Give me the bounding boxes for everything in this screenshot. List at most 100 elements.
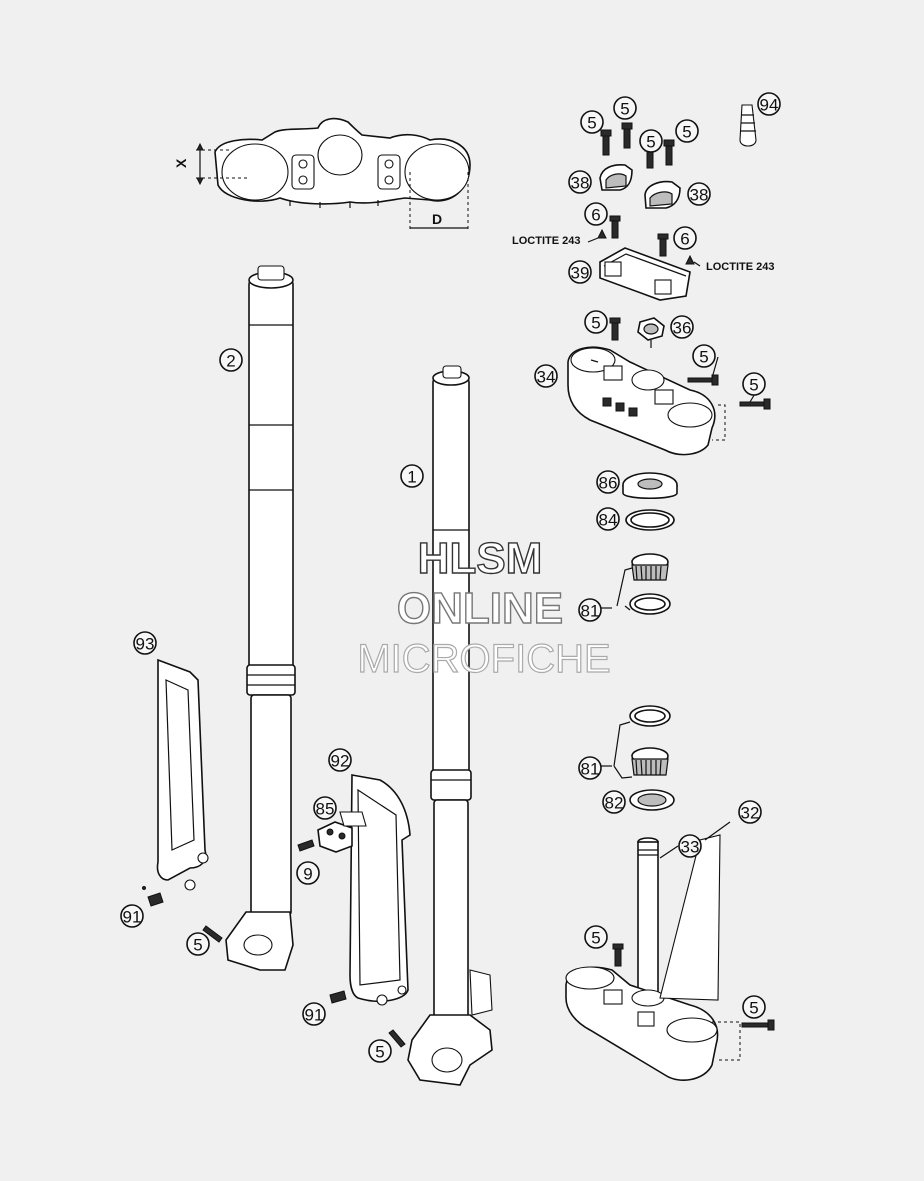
bolts-top-right: [600, 122, 675, 169]
clamps-38: [599, 164, 681, 209]
callout-84: 84: [596, 507, 620, 531]
callout-9: 9: [296, 861, 320, 885]
bolt-5-lower-vertical: [614, 947, 622, 967]
callout-81a: 81: [578, 598, 602, 622]
callout-93: 93: [133, 631, 157, 655]
callout-81b: 81: [578, 756, 602, 780]
callout-label: 5: [682, 123, 691, 142]
callout-5k: 5: [368, 1039, 392, 1063]
callout-5i: 5: [742, 995, 766, 1019]
callout-label: 32: [741, 804, 760, 823]
callout-circle: [578, 756, 602, 780]
callout-label: 5: [375, 1043, 384, 1062]
callout-92: 92: [328, 748, 352, 772]
callout-5c: 5: [639, 129, 663, 153]
callout-label: 5: [699, 348, 708, 367]
callout-circle: [742, 372, 766, 396]
callout-86: 86: [596, 470, 620, 494]
callout-label: 33: [681, 838, 700, 857]
bolt-5-upper: [611, 321, 619, 341]
callout-circle: [742, 995, 766, 1019]
watermark: HLSM ONLINE MICROFICHE: [357, 533, 612, 681]
upper-triple-clamp-34: [567, 346, 726, 456]
watermark-line-2: ONLINE: [397, 584, 563, 633]
callout-label: 36: [673, 319, 692, 338]
callout-label: 2: [226, 352, 235, 371]
callout-circle: [568, 260, 592, 284]
callout-circle: [757, 92, 781, 116]
triple-clamp-dimension-view: X D: [173, 117, 471, 232]
callout-circle: [133, 631, 157, 655]
callout-circle: [584, 310, 608, 334]
fork-leg-1: [407, 365, 493, 1086]
callout-label: 85: [316, 800, 335, 819]
bolt-5-lower-horizontal-head: [767, 1019, 775, 1031]
callout-6a: 6: [584, 202, 608, 226]
callout-label: 91: [305, 1006, 324, 1025]
callout-5f: 5: [692, 344, 716, 368]
callout-34: 34: [534, 364, 558, 388]
callout-39: 39: [568, 260, 592, 284]
callout-label: 5: [591, 929, 600, 948]
bolt-5-horizontal-b: [739, 401, 765, 407]
bolt-5-horizontal-a-head: [711, 374, 719, 386]
callout-circle: [368, 1039, 392, 1063]
callout-label: 6: [680, 230, 689, 249]
callout-circle: [673, 226, 697, 250]
callout-5h: 5: [584, 925, 608, 949]
callout-82: 82: [602, 790, 626, 814]
callout-circle: [678, 834, 702, 858]
callout-label: 5: [646, 133, 655, 152]
watermark-line-3: MICROFICHE: [357, 637, 610, 681]
callout-94: 94: [757, 92, 781, 116]
callout-label: 38: [690, 186, 709, 205]
fork-guard-92: [349, 774, 411, 1006]
plug-94: [739, 104, 757, 147]
callout-circle: [120, 904, 144, 928]
callout-circle: [613, 96, 637, 120]
callout-85: 85: [313, 796, 337, 820]
callout-5d: 5: [675, 119, 699, 143]
clamp-85: [317, 811, 367, 853]
steering-stem-33: [637, 837, 659, 1003]
callout-circle: [596, 507, 620, 531]
callout-circle: [400, 464, 424, 488]
handlebar-clamp-39: [599, 247, 691, 301]
callout-circle: [692, 344, 716, 368]
callout-circle: [328, 748, 352, 772]
bolt-5-lower-horizontal: [741, 1022, 769, 1028]
loctite-note-right: LOCTITE 243: [706, 261, 774, 273]
dimension-d-label: D: [432, 211, 442, 227]
callout-label: 9: [303, 865, 312, 884]
fork-leg-2: [225, 265, 296, 971]
loctite-note-left: LOCTITE 243: [512, 235, 580, 247]
callout-circle: [670, 315, 694, 339]
callout-label: 92: [331, 752, 350, 771]
callout-5g: 5: [742, 372, 766, 396]
callout-label: 86: [599, 474, 618, 493]
callout-circle: [302, 1002, 326, 1026]
callout-5e: 5: [584, 310, 608, 334]
callout-circle: [584, 202, 608, 226]
callout-label: 5: [749, 376, 758, 395]
dimension-x-label: X: [173, 158, 189, 168]
callout-label: 81: [581, 602, 600, 621]
callout-label: 5: [591, 314, 600, 333]
callout-36: 36: [670, 315, 694, 339]
small-bolts-left: [142, 839, 406, 1048]
callout-label: 39: [571, 264, 590, 283]
callout-circle: [687, 182, 711, 206]
callout-91a: 91: [120, 904, 144, 928]
nut-36: [637, 317, 665, 348]
callout-circle: [580, 110, 604, 134]
callout-label: 34: [537, 368, 556, 387]
callout-1: 1: [400, 464, 424, 488]
watermark-line-1: HLSM: [418, 534, 543, 583]
bolt-5-horizontal-b-head: [763, 398, 771, 410]
callout-circle: [568, 170, 592, 194]
callout-circle: [313, 796, 337, 820]
callout-label: 5: [620, 100, 629, 119]
callout-circle: [596, 470, 620, 494]
callout-label: 93: [136, 635, 155, 654]
